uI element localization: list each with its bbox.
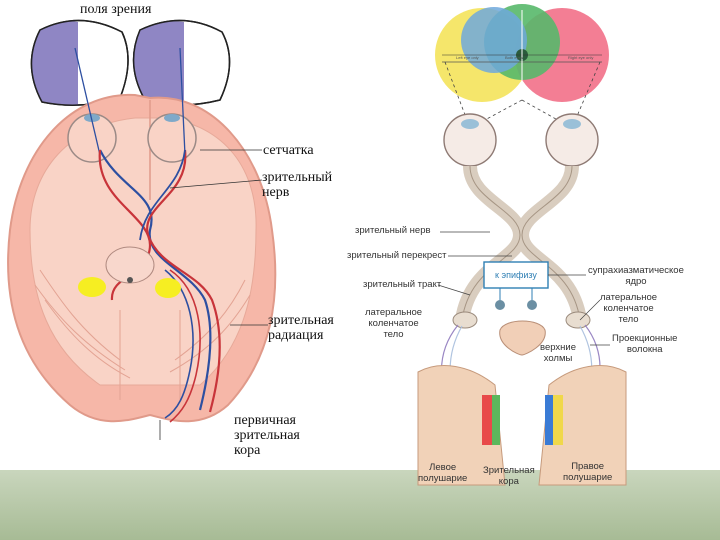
lgn-left bbox=[78, 277, 106, 297]
left-diagram bbox=[7, 19, 277, 440]
optic-tract-label: зрительный тракт bbox=[363, 279, 442, 290]
primary-cortex-label: первичная зрительная кора bbox=[234, 413, 300, 458]
left-hemisphere-label: Левое полушарие bbox=[418, 462, 468, 484]
lgn-left-label: латеральное коленчатое тело bbox=[365, 307, 423, 340]
visual-field-left bbox=[30, 19, 129, 106]
right-hemisphere-label: Правое полушарие bbox=[563, 461, 613, 483]
color-visual-field: Left eye only Both eyes Right eye only bbox=[435, 4, 609, 102]
pineal-label: к эпифизу bbox=[495, 270, 537, 280]
visual-field-right bbox=[132, 19, 231, 107]
suprachiasmatic-label: супрахиазматическое ядро bbox=[588, 265, 684, 287]
optic-nerve-label-right: зрительный нерв bbox=[355, 225, 431, 236]
visual-cortex-label: Зрительная кора bbox=[483, 465, 535, 487]
lgn-right bbox=[155, 278, 181, 298]
superior-colliculi-label: верхние холмы bbox=[540, 342, 576, 364]
visual-fields-title: поля зрения bbox=[80, 2, 152, 17]
field-label-right: Right eye only bbox=[568, 55, 593, 60]
right-diagram: Left eye only Both eyes Right eye only к… bbox=[417, 4, 627, 486]
projection-fibers-label: Проекционные волокна bbox=[612, 333, 678, 355]
optic-nerve-label: зрительный нерв bbox=[262, 170, 333, 200]
field-label-left: Left eye only bbox=[456, 55, 479, 60]
pineal-box bbox=[483, 261, 549, 289]
optic-radiation-label: зрительная радиация bbox=[268, 313, 334, 343]
field-label-both: Both eyes bbox=[505, 55, 523, 60]
chiasm-label: зрительный перекрест bbox=[347, 250, 447, 261]
retina-label: сетчатка bbox=[263, 143, 314, 158]
lgn-right-label: латеральное коленчатое тело bbox=[600, 292, 658, 325]
